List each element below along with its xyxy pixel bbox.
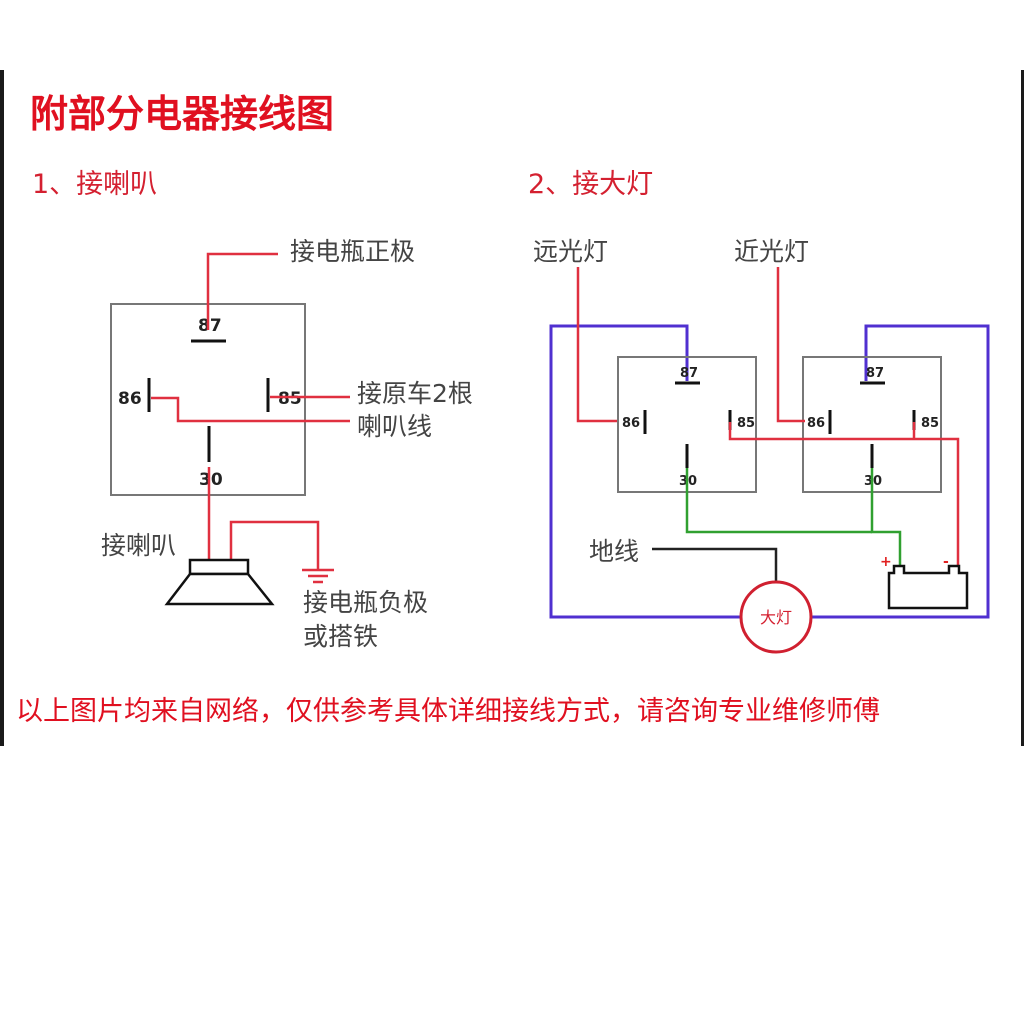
relay-pin-87-label: 87 bbox=[680, 366, 698, 381]
relay-pin-86-label: 86 bbox=[622, 416, 640, 431]
wire-left-30-to-battery bbox=[685, 468, 872, 534]
relay-pin-86-label: 86 bbox=[118, 389, 142, 409]
right-border bbox=[1021, 70, 1024, 746]
wire-blue-right-loop bbox=[812, 324, 990, 619]
relay-pin-87-label: 87 bbox=[198, 316, 222, 336]
wire-ground bbox=[652, 547, 778, 581]
page-title: 附部分电器接线图 bbox=[30, 92, 334, 136]
label-high-beam: 远光灯 bbox=[533, 237, 608, 266]
wire-high-beam-to-86 bbox=[576, 267, 617, 423]
battery-minus-sign: - bbox=[943, 554, 949, 570]
section-heading-horn: 1、接喇叭 bbox=[32, 169, 157, 200]
label-headlamp: 大灯 bbox=[760, 608, 792, 627]
label-horn: 接喇叭 bbox=[101, 531, 176, 560]
wire-original-horn-1 bbox=[151, 396, 350, 423]
label-original-wire-line1: 接原车2根 bbox=[357, 379, 473, 408]
battery-plus-sign: + bbox=[880, 554, 892, 570]
label-ground-line2: 或搭铁 bbox=[303, 622, 378, 651]
wire-right-30-to-battery-positive bbox=[870, 468, 902, 568]
footer-disclaimer: 以上图片均来自网络，仅供参考具体详细接线方式，请咨询专业维修师傅 bbox=[16, 696, 880, 727]
relay-pin-86-label: 86 bbox=[807, 416, 825, 431]
relay-pin-87-label: 87 bbox=[866, 366, 884, 381]
relay-pin-85-label: 85 bbox=[921, 416, 939, 431]
wire-horn-to-ground bbox=[229, 520, 320, 570]
label-battery-positive: 接电瓶正极 bbox=[290, 237, 415, 266]
wire-85-to-battery-negative bbox=[728, 422, 960, 568]
wire-battery-positive bbox=[206, 252, 278, 330]
relay-pin-85-label: 85 bbox=[737, 416, 755, 431]
relay-pin-30-label: 30 bbox=[199, 470, 223, 490]
battery-icon bbox=[887, 564, 969, 610]
horn-relay: 87 86 85 30 bbox=[110, 303, 306, 496]
ground-symbol-icon bbox=[302, 568, 334, 584]
label-ground: 地线 bbox=[589, 537, 639, 566]
left-border bbox=[0, 70, 4, 746]
wire-blue-left-loop bbox=[549, 324, 742, 619]
label-original-wire-line2: 喇叭线 bbox=[357, 412, 432, 441]
label-low-beam: 近光灯 bbox=[734, 237, 809, 266]
relay-pin-85-label: 85 bbox=[278, 389, 302, 409]
section-heading-headlight: 2、接大灯 bbox=[528, 169, 653, 200]
label-ground-line1: 接电瓶负极 bbox=[303, 588, 428, 617]
headlamp-icon bbox=[739, 580, 813, 654]
horn-speaker-icon bbox=[164, 558, 275, 606]
wire-low-beam-to-86 bbox=[776, 267, 805, 423]
